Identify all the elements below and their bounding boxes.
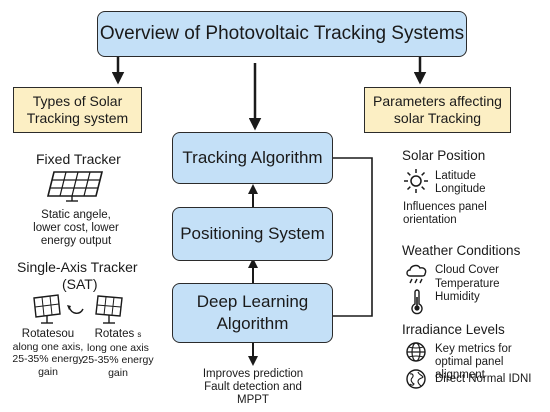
output-line3: MPPT (237, 394, 269, 406)
parameters-header-box: Parameters affecting solar Tracking (364, 87, 511, 133)
irradiance-item1: Key metrics for optimal panel alignment (435, 343, 550, 382)
deep-learning-line2: Algorithm (216, 314, 289, 333)
rotate-arrow-icon (67, 305, 84, 314)
types-header-line1: Types of Solar (32, 93, 123, 109)
single-axis-panel-icon (33, 294, 61, 324)
output-text: Improves prediction Fault detection and … (183, 368, 323, 407)
sat-left-line2: along one axis, (12, 340, 84, 353)
solar-position-title: Solar Position (402, 148, 486, 163)
positioning-system-box: Positioning System (172, 207, 333, 261)
sat-right-line2: long one axis (87, 341, 149, 354)
fixed-tracker-title: Fixed Tracker (36, 151, 121, 167)
globe-icon (406, 342, 426, 362)
tracking-algorithm-box: Tracking Algorithm (172, 132, 333, 184)
positioning-system-label: Positioning System (180, 224, 325, 243)
fixed-desc-line3: energy output (40, 235, 112, 247)
parameters-header-line2: solar Tracking (393, 110, 482, 126)
weather-item-temperature: Temperature (435, 277, 500, 290)
parameters-header-line1: Parameters affecting (373, 93, 502, 109)
sat-right-sub: s (137, 330, 142, 339)
sat-title-line2: (SAT) (62, 276, 98, 292)
fixed-desc-line2: lower cost, lower (33, 222, 119, 234)
solar-item-longitude: Longitude (435, 183, 486, 195)
irradiance-item1-line1: Key metrics for (435, 343, 512, 355)
solar-panel-icon (46, 171, 104, 202)
sat-left-desc: Rotatesou along one axis, 25-35% energy … (10, 328, 86, 378)
weather-items: Cloud Cover Temperature Humidity (435, 264, 500, 305)
weather-title: Weather Conditions (402, 243, 521, 258)
feedback-loop-line (333, 157, 373, 317)
irradiance-item2: Direct Normal IDNI (435, 373, 532, 385)
single-axis-panel-icon-2 (95, 295, 123, 324)
types-header-line2: Tracking system (26, 110, 129, 126)
sat-left-line1: Rotatesou (21, 328, 75, 340)
solar-item-latitude: Latitude (435, 170, 476, 182)
earth-icon (406, 369, 426, 389)
deep-learning-line1: Deep Learning (196, 292, 309, 311)
tracking-algorithm-label: Tracking Algorithm (182, 148, 323, 167)
deep-learning-box: Deep Learning Algorithm (172, 283, 333, 343)
weather-item-humidity: Humidity (435, 291, 480, 303)
sat-left-line4: gain (38, 365, 58, 378)
sun-icon (404, 169, 428, 193)
irradiance-item1-line2: optimal panel alignment (435, 356, 504, 381)
sat-right-desc: Rotates s long one axis 25-35% energy ga… (82, 328, 154, 379)
types-header-box: Types of Solar Tracking system (13, 87, 142, 133)
sat-right-line1: Rotates (94, 328, 135, 340)
title-box: Overview of Photovoltaic Tracking System… (97, 11, 467, 57)
sat-title-line1: Single-Axis Tracker (17, 259, 138, 275)
fixed-desc-line1: Static angele, (41, 209, 111, 221)
sat-right-line3: 25-35% energy (82, 354, 154, 366)
irradiance-title: Irradiance Levels (402, 322, 505, 337)
solar-position-items: Latitude Longitude (435, 170, 486, 196)
weather-item-cloud-cover: Cloud Cover (435, 264, 499, 276)
thermometer-icon (411, 289, 423, 315)
page-title: Overview of Photovoltaic Tracking System… (99, 23, 465, 44)
output-line2: Fault detection and (204, 381, 302, 393)
solar-note-line1: Influences panel (403, 201, 487, 213)
cloud-rain-icon (406, 264, 427, 284)
solar-position-note: Influences panel orientation (403, 201, 487, 227)
output-line1: Improves prediction (202, 368, 304, 380)
solar-note-line2: orientation (403, 214, 457, 226)
fixed-tracker-desc: Static angele, lower cost, lower energy … (18, 209, 134, 248)
sat-right-line4: gain (108, 366, 128, 379)
sat-left-line3: 25-35% energy (12, 353, 84, 365)
